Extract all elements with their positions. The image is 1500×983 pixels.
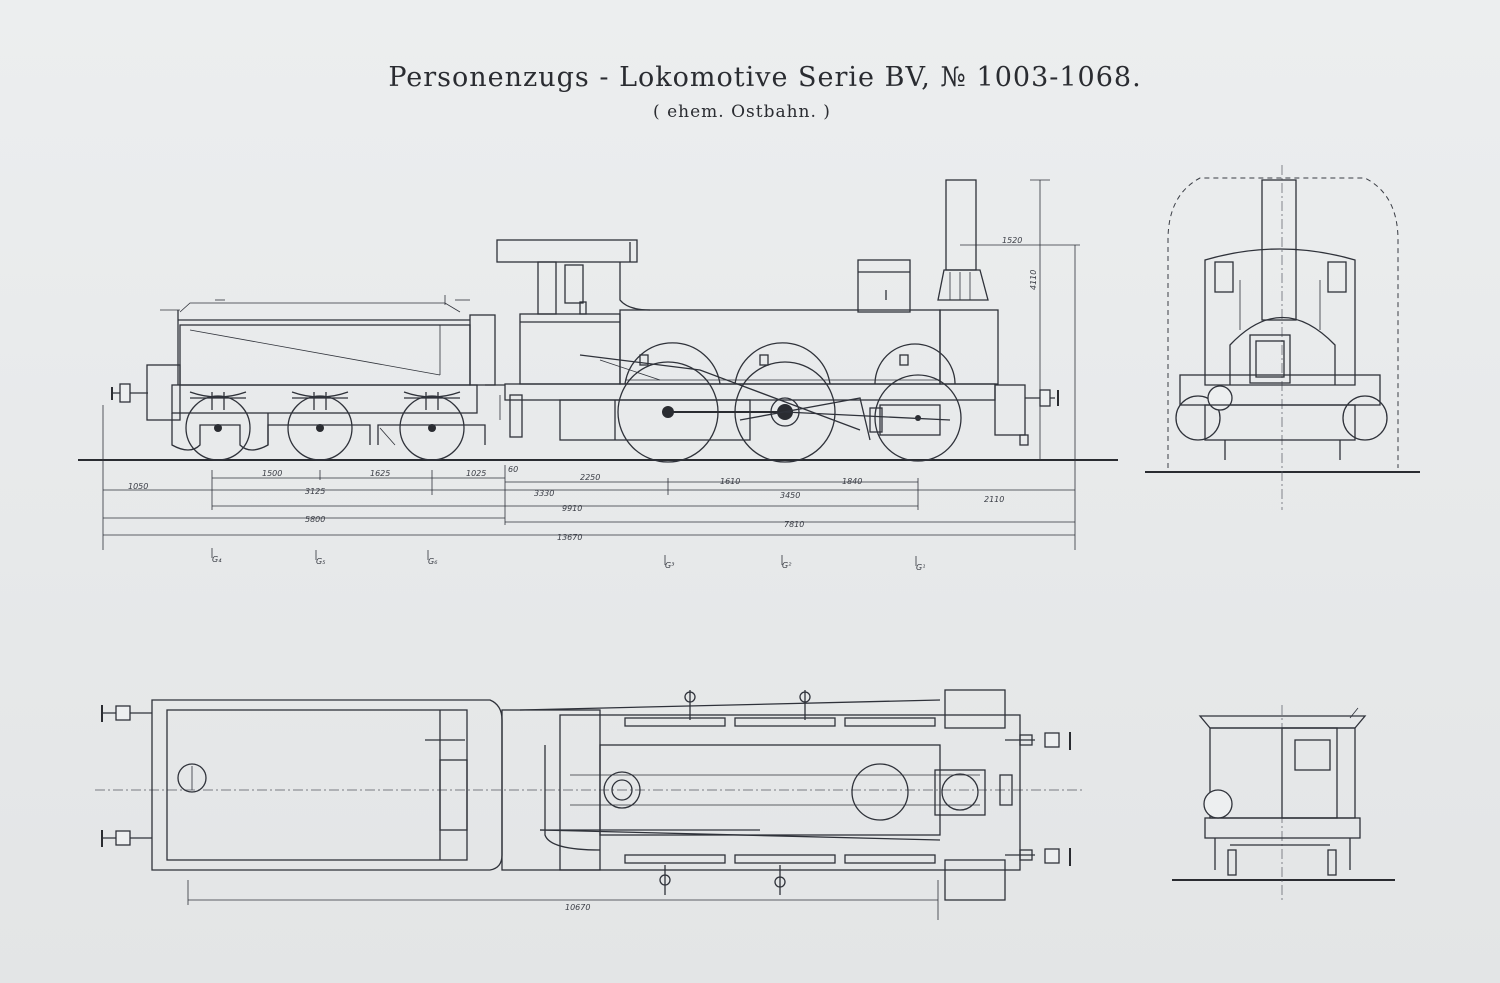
dim-10670: 10670 xyxy=(565,903,590,912)
dim-1840: 1840 xyxy=(842,477,862,486)
dim-3330: 3330 xyxy=(534,489,554,498)
axle-label-g4: G₄ xyxy=(212,555,222,564)
dim-4110: 4110 xyxy=(1029,270,1038,290)
axle-label-g2: G² xyxy=(782,561,792,570)
dim-60: 60 xyxy=(508,465,518,474)
locomotive-side xyxy=(496,179,1059,463)
dim-1520: 1520 xyxy=(1002,236,1022,245)
drawing-title: Personenzugs - Lokomotive Serie BV, № 10… xyxy=(388,62,1142,93)
axle-label-g5: G₅ xyxy=(316,557,325,566)
plan-view: 10670 xyxy=(95,689,1085,920)
drawing-subtitle: ( ehem. Ostbahn. ) xyxy=(653,102,831,122)
chimney xyxy=(945,179,977,271)
front-chimney xyxy=(1261,179,1297,321)
dim-13670: 13670 xyxy=(557,533,582,542)
tender-filler-cap xyxy=(177,763,207,793)
axle-label-g1: G¹ xyxy=(916,563,925,572)
dimension-set: 1500 1625 1025 60 2250 1610 1840 1050 31… xyxy=(103,465,1075,542)
steam-dome xyxy=(857,259,911,313)
dim-3450: 3450 xyxy=(780,491,800,500)
front-view xyxy=(1145,165,1420,510)
side-elevation: 4110 1520 1500 1625 1025 60 2250 1610 18… xyxy=(78,179,1118,572)
tender-side xyxy=(111,295,505,461)
dim-9910: 9910 xyxy=(562,504,582,513)
dim-3125: 3125 xyxy=(305,487,325,496)
dim-2110: 2110 xyxy=(984,495,1004,504)
axle-label-g6: G₆ xyxy=(428,557,438,566)
dim-1610: 1610 xyxy=(720,477,740,486)
dome-plan xyxy=(851,763,909,821)
loco-plan xyxy=(559,714,1021,871)
dim-1500: 1500 xyxy=(262,469,282,478)
dim-1050: 1050 xyxy=(128,482,148,491)
rear-view xyxy=(1172,705,1395,900)
dim-2250: 2250 xyxy=(580,473,600,482)
dim-7810: 7810 xyxy=(784,520,804,529)
axle-label-g3: G³ xyxy=(665,561,674,570)
dim-5800: 5800 xyxy=(305,515,325,524)
dim-1625: 1625 xyxy=(370,469,390,478)
axle-labels: G₄ G₅ G₆ G³ G² G¹ xyxy=(212,555,925,572)
dim-1025: 1025 xyxy=(466,469,486,478)
cab-window xyxy=(564,264,584,304)
